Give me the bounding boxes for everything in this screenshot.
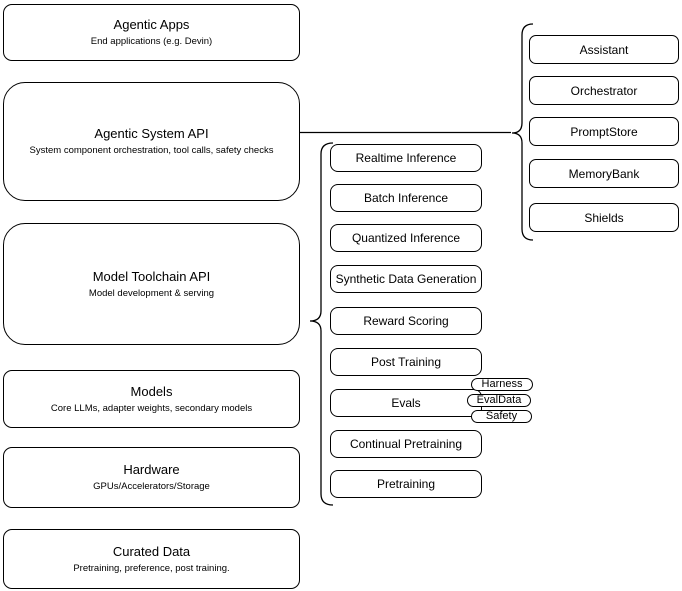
node-label: Synthetic Data Generation [335, 272, 477, 286]
node-assistant: Assistant [529, 35, 679, 64]
node-label: Pretraining [376, 477, 436, 491]
node-hardware: Hardware GPUs/Accelerators/Storage [3, 447, 300, 508]
node-synthetic-data-generation: Synthetic Data Generation [330, 265, 482, 293]
node-memorybank: MemoryBank [529, 159, 679, 188]
node-label: MemoryBank [568, 166, 640, 181]
node-label: Shields [584, 210, 624, 225]
tag-label: Safety [485, 410, 518, 422]
node-label: Evals [391, 396, 421, 410]
tag-safety: Safety [471, 410, 532, 423]
node-label: Continual Pretraining [349, 437, 463, 451]
tag-label: Harness [481, 378, 523, 390]
node-subtitle: Core LLMs, adapter weights, secondary mo… [50, 402, 253, 414]
node-subtitle: Model development & serving [88, 287, 215, 299]
node-subtitle: End applications (e.g. Devin) [90, 36, 213, 47]
node-shields: Shields [529, 203, 679, 232]
node-reward-scoring: Reward Scoring [330, 307, 482, 335]
node-label: Batch Inference [363, 191, 449, 205]
node-subtitle: Pretraining, preference, post training. [73, 562, 230, 574]
node-label: Orchestrator [570, 83, 638, 98]
node-label: Reward Scoring [363, 314, 449, 328]
node-promptstore: PromptStore [529, 117, 679, 146]
node-label: Quantized Inference [351, 231, 461, 245]
tag-harness: Harness [471, 378, 533, 391]
node-post-training: Post Training [330, 348, 482, 376]
node-label: Post Training [370, 355, 442, 369]
node-title: Model Toolchain API [92, 268, 211, 284]
node-agentic-apps: Agentic Apps End applications (e.g. Devi… [3, 4, 300, 61]
node-subtitle: GPUs/Accelerators/Storage [93, 481, 210, 492]
node-batch-inference: Batch Inference [330, 184, 482, 212]
tag-label: EvalData [476, 394, 522, 406]
node-curated-data: Curated Data Pretraining, preference, po… [3, 529, 300, 589]
node-label: Assistant [579, 42, 629, 57]
node-evals: Evals [330, 389, 482, 417]
node-pretraining: Pretraining [330, 470, 482, 498]
node-label: PromptStore [570, 124, 638, 139]
node-agentic-system-api: Agentic System API System component orch… [3, 82, 300, 201]
node-continual-pretraining: Continual Pretraining [330, 430, 482, 458]
node-subtitle: System component orchestration, tool cal… [29, 145, 274, 156]
node-realtime-inference: Realtime Inference [330, 144, 482, 172]
tag-evaldata: EvalData [467, 394, 531, 407]
node-quantized-inference: Quantized Inference [330, 224, 482, 252]
node-title: Models [130, 383, 173, 399]
node-orchestrator: Orchestrator [529, 76, 679, 105]
node-model-toolchain-api: Model Toolchain API Model development & … [3, 223, 300, 345]
toolchain-brace [309, 142, 334, 506]
system-components-brace [511, 23, 534, 241]
node-title: Agentic Apps [113, 17, 190, 32]
node-title: Curated Data [112, 543, 191, 559]
node-title: Agentic System API [94, 126, 209, 141]
node-title: Hardware [123, 462, 180, 477]
node-models: Models Core LLMs, adapter weights, secon… [3, 370, 300, 428]
node-label: Realtime Inference [355, 151, 457, 165]
